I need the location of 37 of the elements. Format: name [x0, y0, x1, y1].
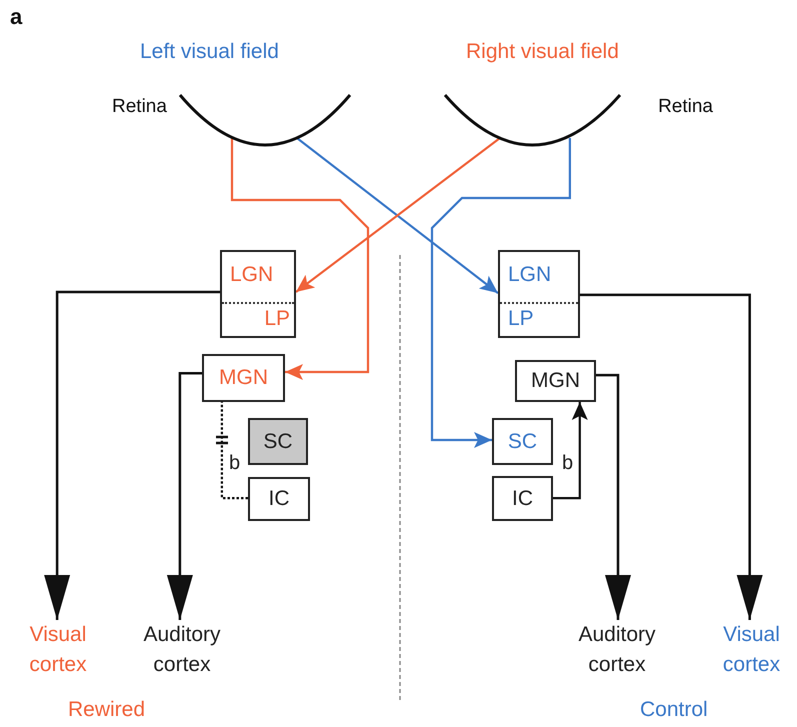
cortex-label: Visual cortex	[12, 620, 104, 680]
arrow	[230, 138, 370, 380]
nucleus-box	[498, 250, 580, 338]
nucleus-label: LP	[508, 306, 534, 332]
nucleus-label: SC	[263, 430, 293, 454]
cortex-label: Auditory cortex	[130, 620, 234, 680]
condition-label: Control	[640, 698, 708, 722]
nucleus-box	[202, 354, 285, 402]
cortex-label: Visual cortex	[706, 620, 797, 680]
arrow	[430, 138, 571, 448]
arrow	[580, 294, 763, 620]
nucleus-label: SC	[508, 430, 538, 454]
shaded-box	[248, 418, 308, 465]
cortex-label: Auditory cortex	[565, 620, 669, 680]
panel-letter: a	[10, 4, 22, 30]
nucleus-label: IC	[512, 486, 533, 510]
nucleus-box	[248, 477, 310, 521]
nucleus-label: MGN	[531, 369, 580, 393]
nucleus-box	[492, 418, 553, 465]
arrow	[44, 290, 220, 620]
nucleus-box	[492, 476, 553, 521]
arrow	[166, 372, 202, 620]
nucleus-label: IC	[268, 487, 290, 511]
nucleus-box	[220, 250, 296, 338]
condition-label: Rewired	[68, 698, 146, 722]
field-label: Left visual field	[140, 40, 279, 64]
nucleus-label: LGN	[508, 262, 552, 288]
field-label: Right visual field	[466, 40, 619, 64]
connector-line	[220, 402, 248, 500]
nucleus-label: LGN	[230, 262, 274, 288]
retina-label: Retina	[112, 96, 167, 118]
retina-label: Retina	[658, 96, 713, 118]
nucleus-label: LP	[264, 306, 290, 332]
nucleus-box	[515, 360, 596, 402]
nucleus-label: MGN	[219, 366, 268, 390]
arrow	[596, 374, 631, 620]
arrow	[553, 402, 588, 500]
